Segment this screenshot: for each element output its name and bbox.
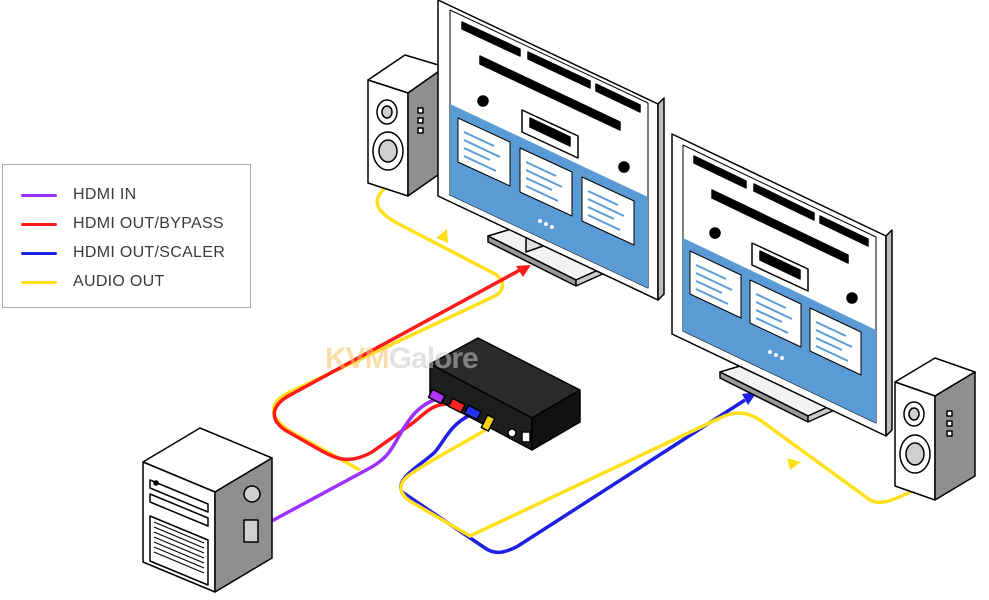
legend-swatch-hdmi-in [21, 193, 57, 197]
monitor-right-icon [671, 133, 893, 437]
speaker-left-icon [367, 54, 446, 197]
legend-label-hdmi-out-scaler: HDMI OUT/SCALER [73, 244, 226, 261]
speaker-right-icon [894, 357, 976, 501]
audio-arrow-left [436, 229, 448, 243]
legend-label-hdmi-out-bypass: HDMI OUT/BYPASS [73, 215, 224, 232]
hdmi-splitter-box-icon [427, 337, 581, 451]
watermark-part-1: KVM [325, 342, 390, 375]
legend-item-hdmi-in: HDMI IN [21, 185, 136, 205]
audio-arrow-right [787, 458, 801, 470]
hdmi-in-cable [267, 396, 441, 525]
audio-cable-right [399, 411, 919, 538]
legend-item-hdmi-out-bypass: HDMI OUT/BYPASS [21, 214, 224, 234]
hdmi-bypass-arrow [516, 265, 531, 277]
legend-item-hdmi-out-scaler: HDMI OUT/SCALER [21, 243, 225, 263]
watermark: KVMGalore [325, 342, 479, 376]
legend-label-audio-out: AUDIO OUT [73, 273, 165, 290]
legend: HDMI IN HDMI OUT/BYPASS HDMI OUT/SCALER … [2, 164, 251, 308]
legend-item-audio-out: AUDIO OUT [21, 272, 165, 292]
watermark-part-2: Galore [388, 342, 479, 375]
legend-swatch-hdmi-out-bypass [21, 222, 57, 226]
legend-swatch-hdmi-out-scaler [21, 251, 57, 255]
legend-label-hdmi-in: HDMI IN [73, 186, 137, 203]
audio-cable-left [271, 186, 505, 472]
legend-swatch-audio-out [21, 280, 57, 284]
pc-tower-icon [142, 427, 273, 593]
hdmi-bypass-cable [272, 268, 521, 462]
monitor-left-icon [437, 0, 665, 301]
